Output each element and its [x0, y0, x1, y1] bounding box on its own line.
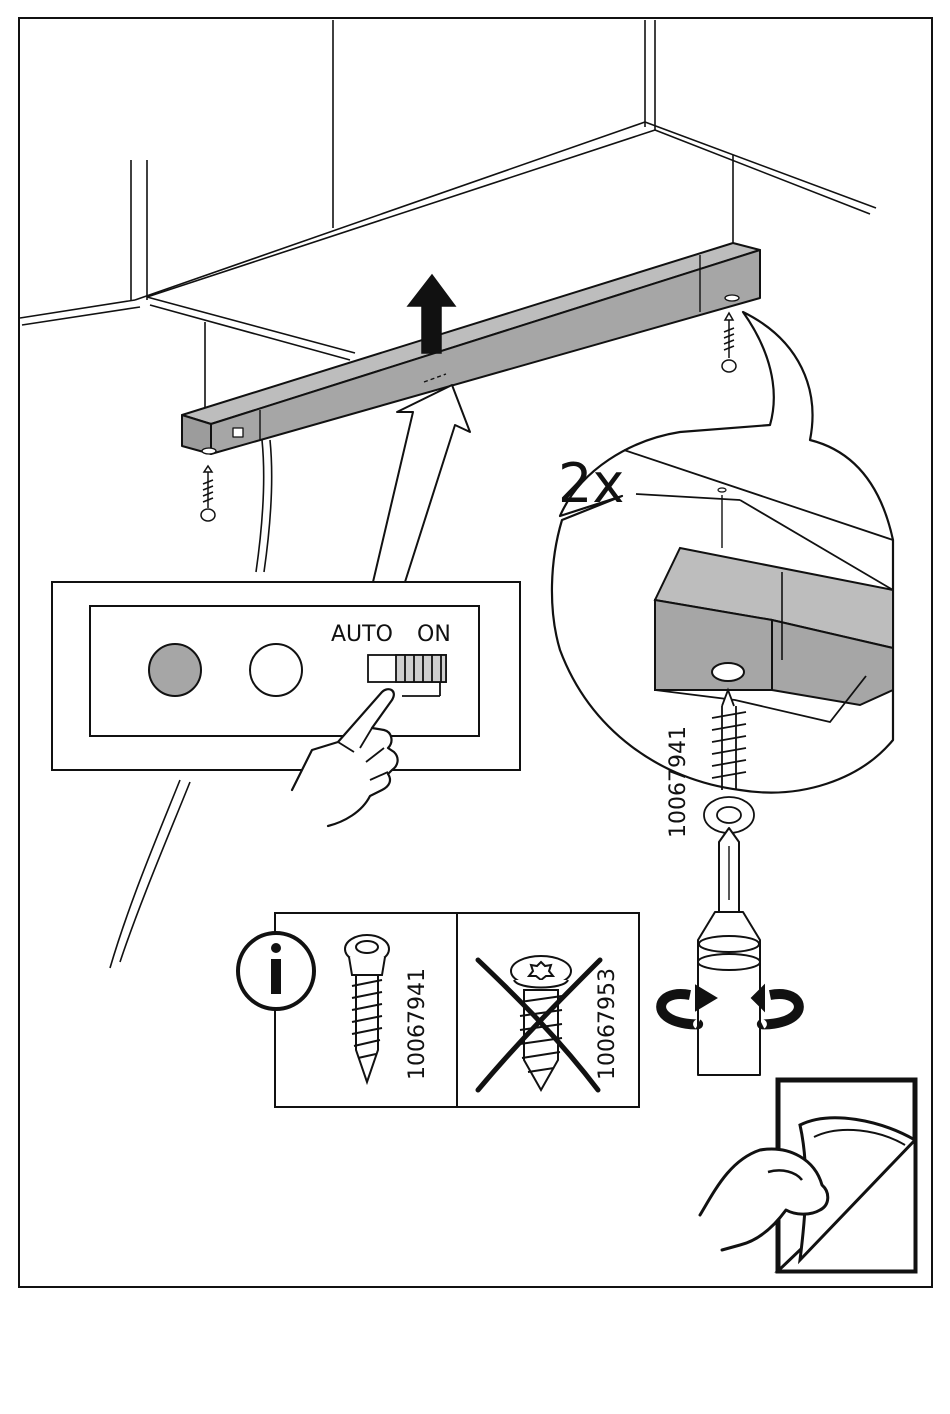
page-turn-icon: [700, 1080, 915, 1271]
pointer-arrow: [373, 385, 470, 582]
zoom-callout: 2x 10067941: [552, 312, 893, 838]
panel-cord: [110, 780, 190, 968]
screwdriver[interactable]: [698, 828, 760, 1075]
light-rail: [182, 243, 760, 454]
switch-panel: AUTO ON: [52, 582, 520, 770]
allowed-screw-code: 10067941: [405, 968, 430, 1080]
info-box: 10067941 10067953: [238, 913, 639, 1107]
sensor-button-empty: [250, 644, 302, 696]
forbidden-screw-code: 10067953: [595, 968, 620, 1080]
callout-quantity: 2x: [558, 452, 624, 515]
callout-screw-code: 10067941: [666, 726, 691, 838]
switch-label-on: ON: [417, 622, 451, 647]
power-cord: [256, 440, 272, 572]
sensor-button-filled: [149, 644, 201, 696]
info-icon: [238, 933, 314, 1009]
switch-label-auto: AUTO: [331, 622, 393, 647]
screw-right: [722, 313, 736, 372]
screw-left: [201, 466, 215, 521]
